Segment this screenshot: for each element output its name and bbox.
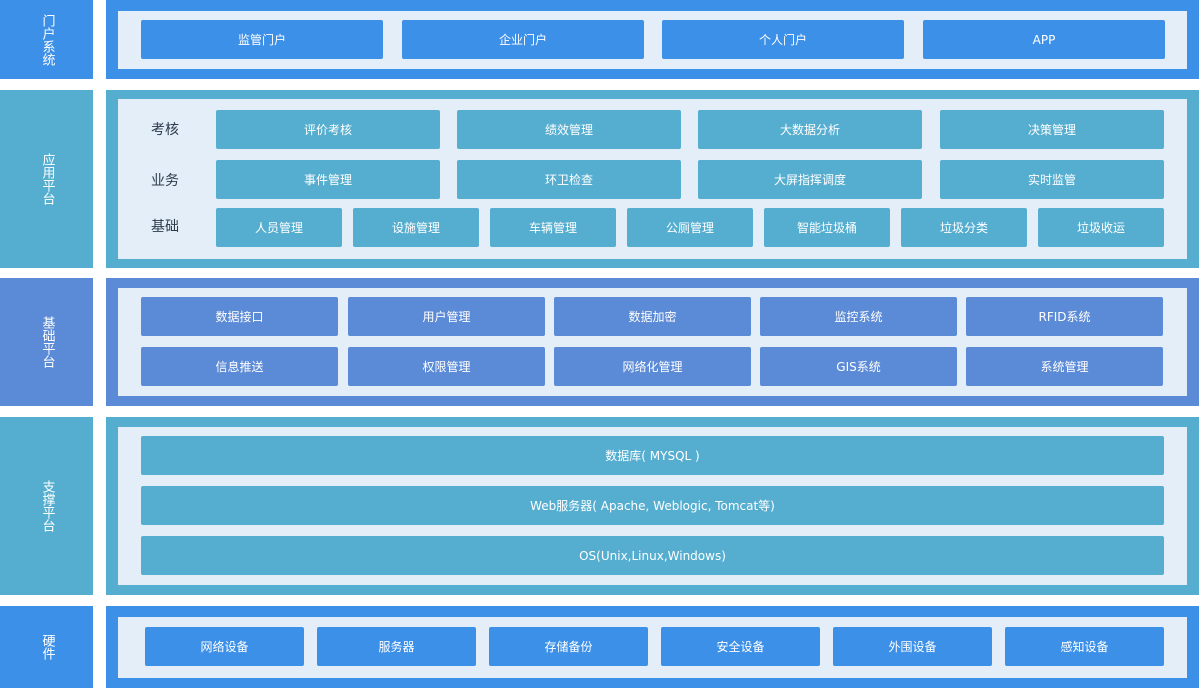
- support-item[interactable]: Web服务器( Apache, Weblogic, Tomcat等): [141, 486, 1164, 525]
- base-item[interactable]: 权限管理: [348, 347, 545, 386]
- row-label: 基础: [151, 219, 179, 235]
- layer-label-portal: 门户系统: [0, 0, 93, 79]
- row-label: 考核: [151, 122, 179, 138]
- base-item[interactable]: RFID系统: [966, 297, 1163, 336]
- app-item[interactable]: 绩效管理: [457, 110, 681, 149]
- hardware-item[interactable]: 存储备份: [489, 627, 648, 666]
- application-layer: 考核 业务 基础 评价考核 绩效管理 大数据分析 决策管理 事件管理 环卫检查 …: [106, 90, 1199, 268]
- hardware-item[interactable]: 外围设备: [833, 627, 992, 666]
- support-panel: 数据库( MYSQL ) Web服务器( Apache, Weblogic, T…: [118, 427, 1187, 585]
- hardware-layer: 网络设备 服务器 存储备份 安全设备 外围设备 感知设备: [106, 606, 1199, 688]
- app-item[interactable]: 垃圾收运: [1038, 208, 1164, 247]
- portal-item[interactable]: 个人门户: [662, 20, 904, 59]
- base-item[interactable]: 数据接口: [141, 297, 338, 336]
- app-item[interactable]: 事件管理: [216, 160, 440, 199]
- layer-label-hardware: 硬件: [0, 606, 93, 688]
- portal-layer: 监管门户 企业门户 个人门户 APP: [106, 0, 1199, 79]
- base-item[interactable]: 数据加密: [554, 297, 751, 336]
- base-item[interactable]: 监控系统: [760, 297, 957, 336]
- app-item[interactable]: 车辆管理: [490, 208, 616, 247]
- app-item[interactable]: 公厕管理: [627, 208, 753, 247]
- base-layer: 数据接口 用户管理 数据加密 监控系统 RFID系统 信息推送 权限管理 网络化…: [106, 278, 1199, 406]
- app-item[interactable]: 实时监管: [940, 160, 1164, 199]
- base-item[interactable]: 用户管理: [348, 297, 545, 336]
- portal-item[interactable]: 企业门户: [402, 20, 644, 59]
- app-item[interactable]: 决策管理: [940, 110, 1164, 149]
- app-item[interactable]: 设施管理: [353, 208, 479, 247]
- base-item[interactable]: 网络化管理: [554, 347, 751, 386]
- base-panel: 数据接口 用户管理 数据加密 监控系统 RFID系统 信息推送 权限管理 网络化…: [118, 288, 1187, 396]
- support-item[interactable]: OS(Unix,Linux,Windows): [141, 536, 1164, 575]
- app-item[interactable]: 垃圾分类: [901, 208, 1027, 247]
- hardware-item[interactable]: 网络设备: [145, 627, 304, 666]
- portal-panel: 监管门户 企业门户 个人门户 APP: [118, 11, 1187, 69]
- app-item[interactable]: 智能垃圾桶: [764, 208, 890, 247]
- row-label: 业务: [151, 173, 179, 189]
- base-item[interactable]: 系统管理: [966, 347, 1163, 386]
- app-item[interactable]: 环卫检查: [457, 160, 681, 199]
- layer-label-application: 应用平台: [0, 90, 93, 268]
- app-item[interactable]: 评价考核: [216, 110, 440, 149]
- hardware-panel: 网络设备 服务器 存储备份 安全设备 外围设备 感知设备: [118, 617, 1187, 678]
- app-item[interactable]: 大屏指挥调度: [698, 160, 922, 199]
- base-item[interactable]: GIS系统: [760, 347, 957, 386]
- app-item[interactable]: 人员管理: [216, 208, 342, 247]
- portal-item[interactable]: 监管门户: [141, 20, 383, 59]
- base-item[interactable]: 信息推送: [141, 347, 338, 386]
- portal-item[interactable]: APP: [923, 20, 1165, 59]
- application-panel: 考核 业务 基础 评价考核 绩效管理 大数据分析 决策管理 事件管理 环卫检查 …: [118, 99, 1187, 259]
- hardware-item[interactable]: 服务器: [317, 627, 476, 666]
- hardware-item[interactable]: 感知设备: [1005, 627, 1164, 666]
- support-layer: 数据库( MYSQL ) Web服务器( Apache, Weblogic, T…: [106, 417, 1199, 595]
- layer-label-base: 基础平台: [0, 278, 93, 406]
- support-item[interactable]: 数据库( MYSQL ): [141, 436, 1164, 475]
- app-item[interactable]: 大数据分析: [698, 110, 922, 149]
- hardware-item[interactable]: 安全设备: [661, 627, 820, 666]
- layer-label-support: 支撑平台: [0, 417, 93, 595]
